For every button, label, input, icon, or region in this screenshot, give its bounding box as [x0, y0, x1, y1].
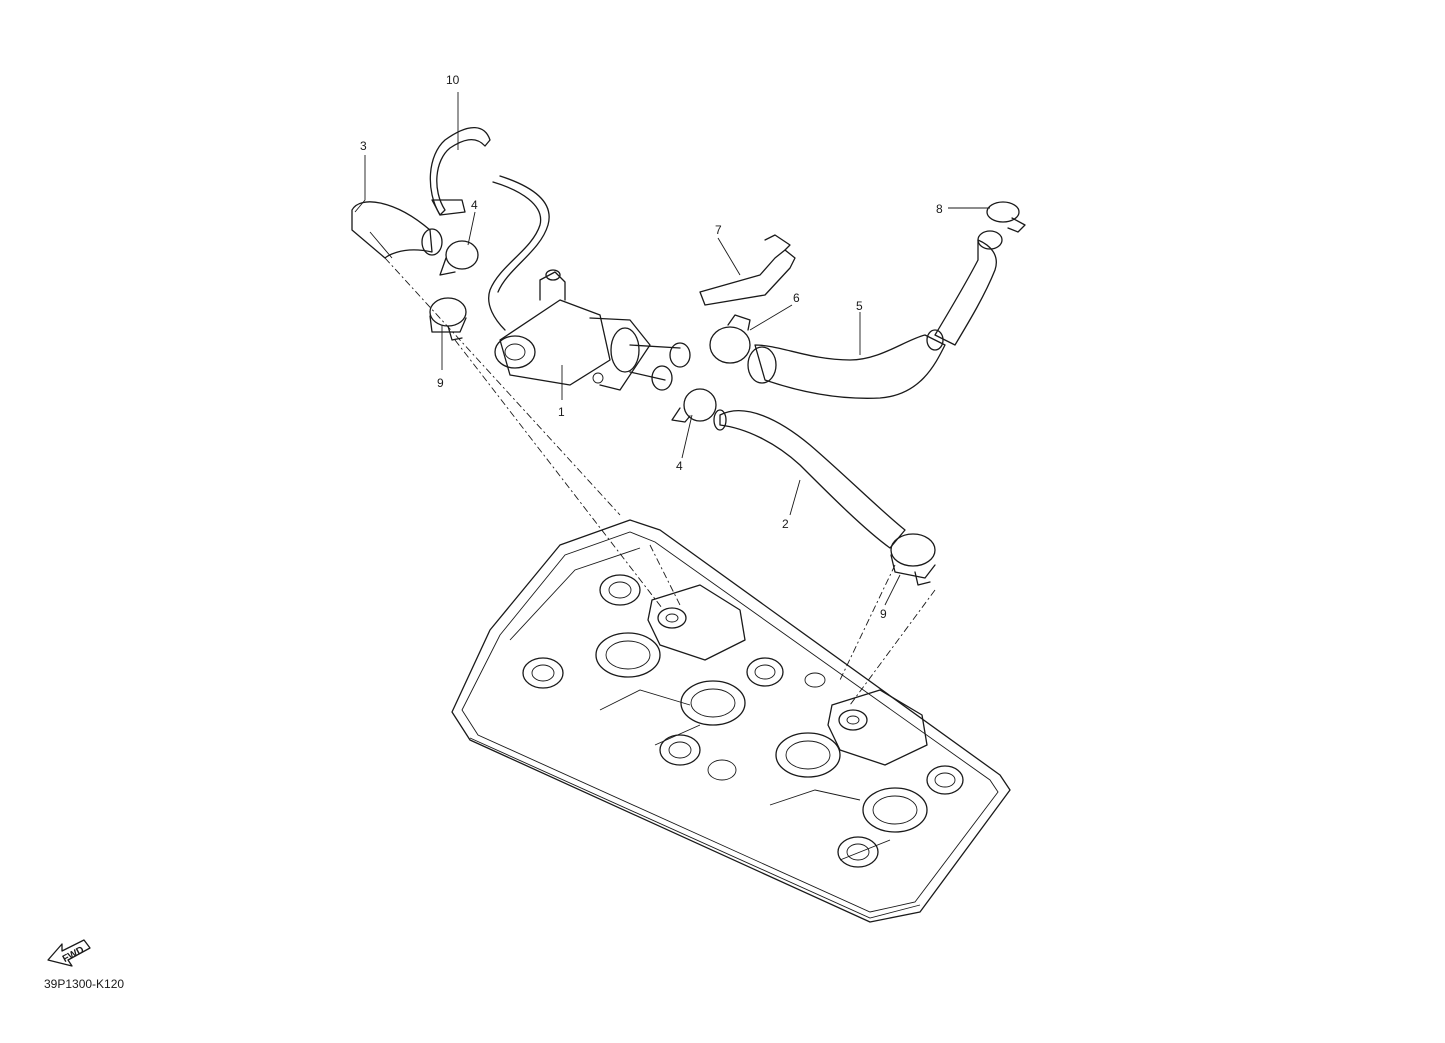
callout-8: 8: [936, 202, 943, 216]
callout-3: 3: [360, 139, 367, 153]
clamp-4-upper: [439, 240, 479, 276]
clamp-9-upper: [429, 297, 467, 341]
vacuum-hose: [488, 181, 542, 331]
bracket-10: [429, 126, 491, 216]
bolt-boss: [926, 765, 964, 795]
bolt-boss: [522, 657, 564, 689]
callout-5: 5: [856, 299, 863, 313]
callout-2: 2: [782, 517, 789, 531]
hose-5-upper: [934, 230, 1003, 346]
clamp-9-lower: [890, 533, 936, 586]
hose-3: [351, 201, 443, 259]
plug-hole: [595, 632, 661, 678]
fwd-label: FWD: [61, 945, 86, 965]
vacuum-hose-edge: [497, 175, 550, 293]
air-cut-off-valve: [494, 269, 691, 391]
plug-hole: [775, 732, 841, 778]
callout-4-lower: 4: [676, 459, 683, 473]
leader-lines: [354, 92, 990, 606]
hose-2: [713, 409, 906, 549]
cylinder-head-cover: [451, 519, 1011, 923]
diagram-code: 39P1300-K120: [44, 977, 125, 991]
callouts: 10 3 4 9 1 4 7 6 5 8 2 9: [360, 73, 943, 621]
bracket-7: [699, 234, 796, 306]
bolt-boss: [837, 836, 879, 868]
callout-9-upper: 9: [437, 376, 444, 390]
callout-9-lower: 9: [880, 607, 887, 621]
hose-5: [747, 329, 946, 399]
reed-valve-cover: [647, 584, 746, 661]
clamp-8: [986, 201, 1026, 233]
assembly-lines: [384, 257, 936, 706]
reed-valve-cover: [827, 689, 928, 766]
bolt-boss: [746, 657, 784, 687]
callout-6: 6: [793, 291, 800, 305]
callout-10: 10: [446, 73, 460, 87]
bolt-boss: [599, 574, 641, 606]
callout-4-upper: 4: [471, 198, 478, 212]
plug-hole: [680, 680, 746, 726]
callout-7: 7: [715, 223, 722, 237]
clamp-6: [709, 314, 751, 364]
callout-1: 1: [558, 405, 565, 419]
plug-hole: [862, 787, 928, 833]
bolt-boss: [659, 734, 701, 766]
clamp-4-lower: [671, 388, 717, 423]
fwd-arrow-icon: FWD: [47, 939, 91, 967]
